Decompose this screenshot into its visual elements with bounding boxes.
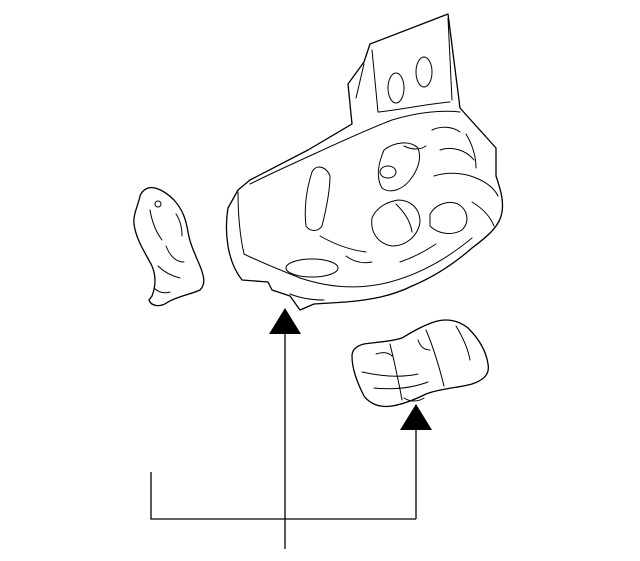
callout-bracket-line bbox=[150, 472, 416, 520]
main-housing-panel bbox=[225, 13, 504, 311]
small-left-bracket bbox=[133, 186, 205, 307]
lower-right-bracket bbox=[351, 319, 490, 408]
callout-lower-bracket-arrowhead bbox=[400, 404, 432, 430]
callout-main-panel-arrowhead bbox=[269, 308, 301, 334]
callout-lines bbox=[150, 308, 432, 549]
